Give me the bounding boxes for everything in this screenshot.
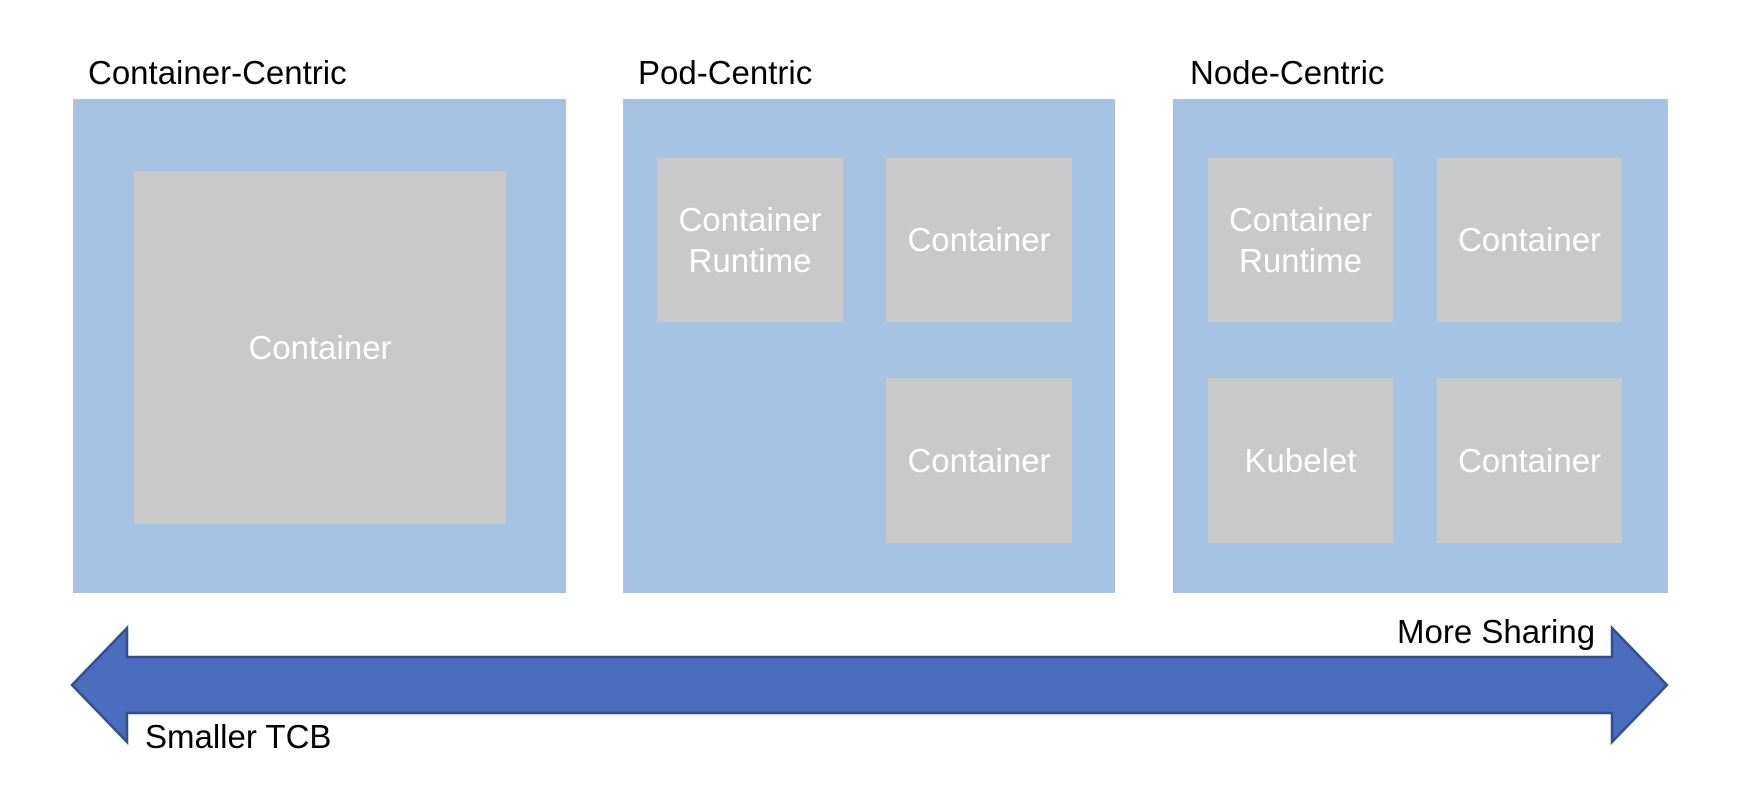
- panel-pod-centric: Container Runtime Container Container: [623, 99, 1115, 593]
- box-label: Container: [248, 328, 392, 366]
- box-container: Container: [886, 158, 1072, 322]
- box-label: Kubelet: [1244, 441, 1357, 479]
- tradeoff-axis-arrow: [70, 624, 1669, 746]
- box-container: Container: [1437, 158, 1622, 322]
- box-label: Container: [907, 441, 1051, 479]
- box-label: Container Runtime: [678, 200, 822, 279]
- axis-label-more-sharing: More Sharing: [1397, 613, 1596, 650]
- box-container: Container: [1437, 378, 1622, 543]
- box-label: Container: [907, 221, 1051, 259]
- box-container: Container: [886, 378, 1072, 543]
- box-container-runtime: Container Runtime: [1208, 158, 1393, 322]
- panel-title-pod-centric: Pod-Centric: [638, 54, 813, 91]
- panel-container-centric: Container: [73, 99, 566, 593]
- panel-title-container-centric: Container-Centric: [88, 54, 347, 91]
- box-kubelet: Kubelet: [1208, 378, 1393, 543]
- double-arrow-shape: [70, 624, 1669, 746]
- panel-title-node-centric: Node-Centric: [1190, 54, 1385, 91]
- box-container-runtime: Container Runtime: [657, 158, 843, 322]
- box-label: Container: [1457, 441, 1602, 479]
- panel-node-centric: Container Runtime Container Kubelet Cont…: [1173, 99, 1668, 593]
- box-label: Container Runtime: [1228, 200, 1373, 279]
- axis-label-smaller-tcb: Smaller TCB: [145, 718, 332, 755]
- box-label: Container: [1457, 221, 1602, 259]
- box-container: Container: [134, 171, 506, 524]
